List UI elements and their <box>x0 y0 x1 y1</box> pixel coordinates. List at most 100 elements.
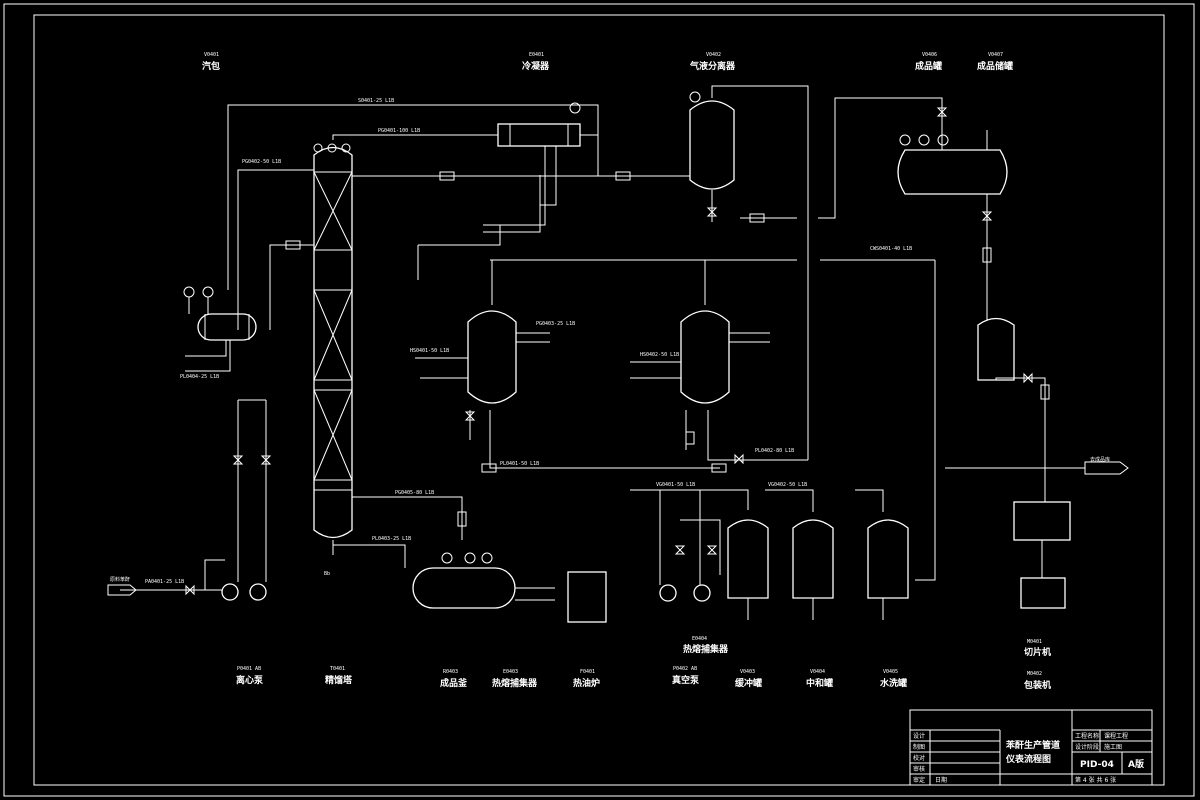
tb-title-1: 苯酐生产管道 <box>1005 739 1060 751</box>
label-v0402-name: 气液分离器 <box>689 60 736 72</box>
hot-oil-furnace-f0401 <box>567 571 607 623</box>
label-p0401-name: 离心泵 <box>236 674 264 686</box>
valve-icon <box>1023 372 1033 384</box>
flowmeter-icon <box>685 431 695 445</box>
line-tag: VG0402-50 L1B <box>768 482 807 488</box>
stream-in-arrow <box>107 584 137 596</box>
valve-icon <box>674 545 686 555</box>
valve-icon <box>464 411 476 421</box>
label-v0407-code: V0407 <box>988 52 1003 58</box>
line-tag: PG0403-25 L1B <box>536 321 575 327</box>
valve-icon <box>232 455 244 465</box>
label-t0401-code: T0401 <box>330 666 345 672</box>
heat-fusion-collector-e0404 <box>680 310 730 404</box>
inner-border <box>33 14 1165 786</box>
label-e0401-name: 冷凝器 <box>522 60 550 72</box>
valve-icon <box>706 545 718 555</box>
label-v0406-name: 成品罐 <box>915 60 942 72</box>
flowmeter-icon <box>439 171 455 181</box>
flowmeter-icon <box>982 247 992 263</box>
label-p0401-code: P0401 AB <box>237 666 261 672</box>
label-m0402-name: 包装机 <box>1023 679 1051 691</box>
label-e0404-name: 热熔捕集器 <box>683 643 729 655</box>
bottom-labels: P0401 AB 离心泵 T0401 精馏塔 R0403 成品釜 E0403 热… <box>236 636 1051 691</box>
tb-title-2: 仪表流程图 <box>1005 753 1051 765</box>
label-r0403-code: R0403 <box>443 669 458 675</box>
product-tank-v0406 <box>897 149 1008 195</box>
distillation-column-t0401: Bb <box>313 143 353 577</box>
label-r0403-name: 成品釜 <box>440 677 468 689</box>
line-tag: PG0402-50 L1B <box>242 159 281 165</box>
centrifugal-pump-icon <box>221 583 239 601</box>
product-kettle-r0403 <box>412 567 516 609</box>
gauge-icon <box>341 143 351 153</box>
gauge-icon <box>899 134 911 146</box>
tb-check: 制图 <box>913 743 925 751</box>
vacuum-pump-icon <box>659 584 677 602</box>
wash-tank-v0405 <box>867 519 909 599</box>
thermometer-icon <box>569 102 581 114</box>
line-tag: PG0401-100 L1B <box>378 128 420 134</box>
tb-project-label: 工程名称 <box>1075 732 1099 740</box>
tb-date: 日期 <box>935 776 947 784</box>
centrifugal-pump-icon <box>249 583 267 601</box>
stream-in-label: 原料苯酐 <box>110 576 130 583</box>
label-e0404-code: E0404 <box>692 636 707 642</box>
label-v0401-name: 汽包 <box>202 60 220 72</box>
flowmeter-icon <box>285 240 301 250</box>
label-v0402-code: V0402 <box>706 52 721 58</box>
label-v0404-name: 中和罐 <box>806 677 833 689</box>
tb-audit: 审核 <box>913 765 925 773</box>
pipes <box>107 85 1129 623</box>
svg-text:Bb: Bb <box>324 571 330 577</box>
line-tag: PL0404-25 L1B <box>180 374 219 380</box>
pressure-gauge-icon <box>202 286 214 298</box>
top-labels: V0401 汽包 E0401 冷凝器 V0402 气液分离器 V0406 成品罐… <box>202 52 1013 72</box>
valve-icon <box>981 211 993 221</box>
valve-icon <box>260 455 272 465</box>
tb-stage-label: 设计阶段 <box>1075 743 1099 751</box>
valve-icon <box>185 584 195 596</box>
line-tag: HS0401-50 L1B <box>410 348 449 354</box>
gauge-icon <box>441 552 453 564</box>
steam-drum-body <box>197 313 257 341</box>
line-tag: CWS0401-40 L1B <box>870 246 912 252</box>
buffer-tank-v0403 <box>727 519 769 599</box>
outer-border <box>3 3 1195 797</box>
neutral-tank-v0404 <box>792 519 834 599</box>
label-v0404-code: V0404 <box>810 669 825 675</box>
line-tag: HS0402-50 L1B <box>640 352 679 358</box>
vacuum-pump-icon <box>693 584 711 602</box>
gauge-icon <box>313 143 323 153</box>
steam-drum-v0401 <box>183 286 257 372</box>
label-v0401-code: V0401 <box>204 52 219 58</box>
stream-out-arrow <box>1084 461 1129 475</box>
line-tag: PL0401-50 L1B <box>500 461 539 467</box>
gas-liquid-separator-v0402 <box>689 100 735 190</box>
flowmeter-icon <box>481 463 497 473</box>
label-v0405-name: 水洗罐 <box>880 677 907 689</box>
heat-fusion-collector-e0403 <box>467 310 517 404</box>
gauge-icon <box>327 143 337 153</box>
packer-m0402 <box>1020 577 1066 609</box>
label-f0401-name: 热油炉 <box>573 677 600 689</box>
label-m0401-code: M0401 <box>1027 639 1042 645</box>
pressure-gauge-icon <box>689 91 701 103</box>
flowmeter-icon <box>457 511 467 527</box>
product-storage-tank-v0407 <box>977 317 1015 381</box>
column-shell <box>313 146 353 539</box>
label-p0402-code: P0402 AB <box>673 666 697 672</box>
label-m0402-code: M0402 <box>1027 671 1042 677</box>
stream-out-label: 去成品库 <box>1090 456 1110 463</box>
flowmeter-icon <box>615 171 631 181</box>
label-v0407-name: 成品储罐 <box>977 60 1013 72</box>
line-tag: PA0401-25 L1B <box>145 579 184 585</box>
label-t0401-name: 精馏塔 <box>325 674 353 686</box>
label-v0406-code: V0406 <box>922 52 937 58</box>
gauge-icon <box>918 134 930 146</box>
label-e0403-name: 热熔捕集器 <box>492 677 538 689</box>
line-tag: VG0401-50 L1B <box>656 482 695 488</box>
label-v0403-code: V0403 <box>740 669 755 675</box>
label-f0401-code: F0401 <box>580 669 595 675</box>
